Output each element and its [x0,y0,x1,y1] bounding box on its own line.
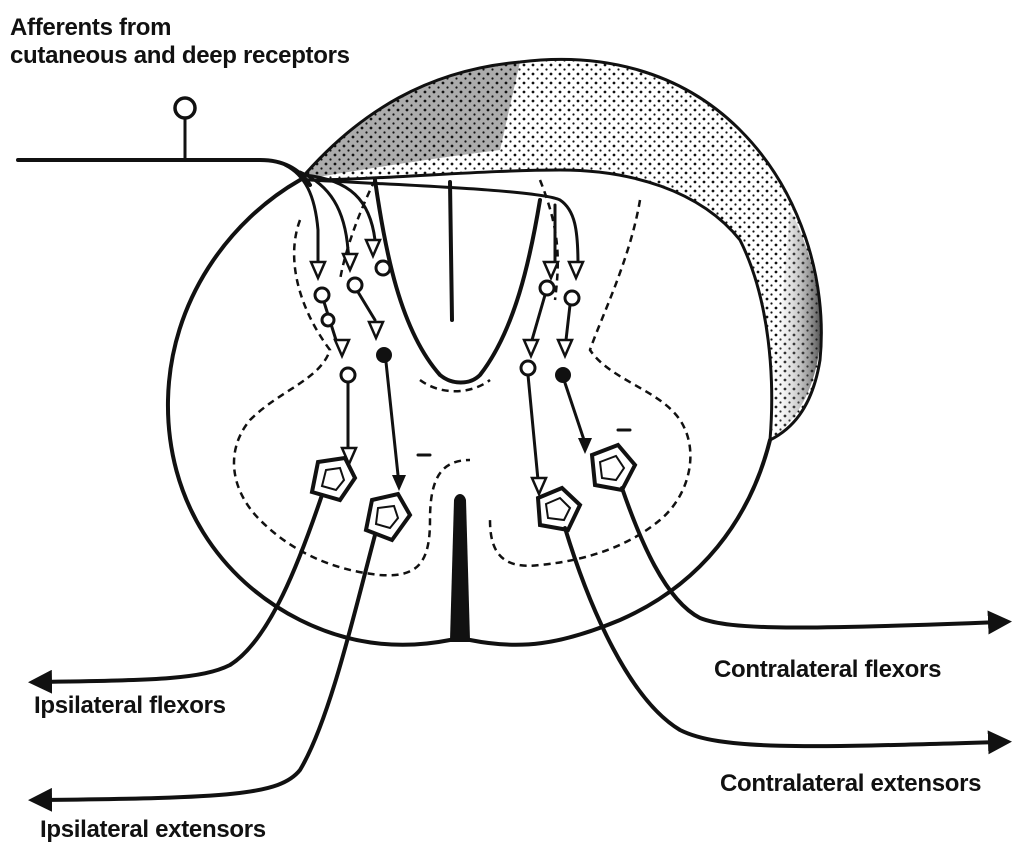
contralateral-extensors-axon [565,528,1000,746]
gray-matter-right-boundary [490,200,690,566]
contralateral-flexors-axon [622,488,1000,628]
ipsilateral-extensors-axon [40,535,375,800]
motor-neuron-contralateral-extensor [538,488,580,530]
motor-neuron-ipsilateral-flexor [312,458,355,500]
contralateral-flexors-label: Contralateral flexors [714,658,941,682]
ipsilateral-flexors-axon [40,495,322,682]
gray-matter-left-boundary [234,220,470,575]
afferents-label-line1: Afferents from [10,16,171,40]
contralateral-extensors-label: Contralateral extensors [720,772,981,796]
dorsal-median-sulcus [450,182,452,320]
ventral-median-fissure [450,494,470,640]
ipsilateral-flexors-label: Ipsilateral flexors [34,694,226,718]
motor-neuron-contralateral-flexor [592,445,635,490]
gray-matter-inner-left [375,180,540,383]
right-interneurons [521,262,592,494]
motor-neuron-ipsilateral-extensor [366,494,410,540]
dorsal-column-stippled [300,59,821,440]
ipsilateral-extensors-label: Ipsilateral extensors [40,818,266,842]
afferents-label-line2: cutaneous and deep receptors [10,44,350,68]
spinal-cord-outline [168,180,770,645]
